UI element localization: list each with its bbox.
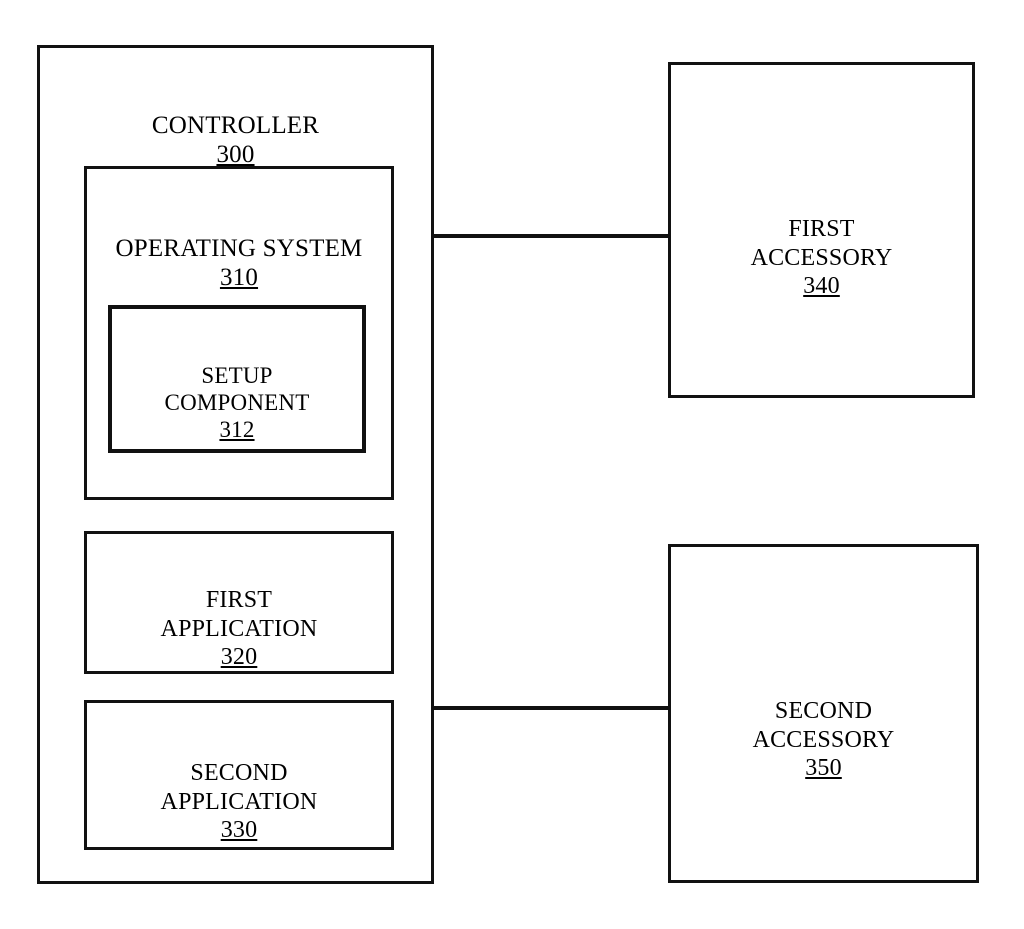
second-accessory-box[interactable]: SECOND ACCESSORY 350 [668,544,979,883]
controller-label: CONTROLLER 300 [40,81,431,199]
operating-system-ref: 310 [219,264,259,291]
first-accessory-box[interactable]: FIRST ACCESSORY 340 [668,62,975,398]
setup-component-box[interactable]: SETUP COMPONENT 312 [108,305,366,453]
second-application-label: SECOND APPLICATION 330 [87,731,391,873]
second-application-ref: 330 [220,816,258,843]
second-application-title: SECOND APPLICATION [160,760,318,815]
first-accessory-title: FIRST ACCESSORY [750,216,893,271]
setup-component-label: SETUP COMPONENT 312 [112,335,362,471]
controller-ref: 300 [216,141,255,168]
operating-system-label: OPERATING SYSTEM 310 [87,204,391,322]
controller-title: CONTROLLER [151,111,320,139]
first-application-title: FIRST APPLICATION [160,587,318,642]
first-application-box[interactable]: FIRST APPLICATION 320 [84,531,394,674]
first-application-ref: 320 [220,643,258,670]
second-application-box[interactable]: SECOND APPLICATION 330 [84,700,394,850]
connector-controller-to-first-accessory [434,234,670,238]
second-accessory-title: SECOND ACCESSORY [752,698,895,753]
connector-controller-to-second-accessory [434,706,670,710]
second-accessory-ref: 350 [805,754,842,781]
second-accessory-label: SECOND ACCESSORY 350 [671,669,976,811]
first-application-label: FIRST APPLICATION 320 [87,558,391,700]
first-accessory-ref: 340 [803,272,840,299]
first-accessory-label: FIRST ACCESSORY 340 [671,187,972,329]
setup-component-ref: 312 [219,417,255,443]
operating-system-title: OPERATING SYSTEM [115,234,363,262]
setup-component-title: SETUP COMPONENT [164,363,310,416]
